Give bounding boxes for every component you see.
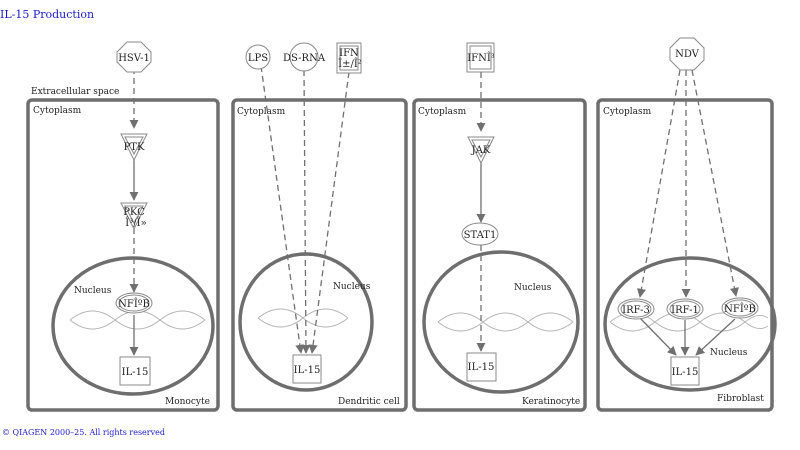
edge-irf3-il15 (639, 317, 677, 356)
nucleus-fibroblast (603, 256, 777, 392)
svg-text:DS-RNA: DS-RNA (283, 53, 326, 64)
node-lps[interactable]: LPS (245, 44, 271, 70)
node-nfkb-fibroblast[interactable]: NFÎºB (721, 297, 759, 319)
panel-fibroblast: Cytoplasm Nucleus Fibroblast NDV IRF-3 I… (596, 37, 777, 412)
cell-type-label: Dendritic cell (338, 397, 400, 407)
cytoplasm-label: Cytoplasm (603, 107, 652, 117)
transcription-factor-icon (461, 222, 499, 246)
svg-text:IL-15: IL-15 (468, 362, 495, 373)
node-stat1[interactable]: STAT1 (461, 222, 499, 246)
copyright-footer: © QIAGEN 2000–25. All rights reserved (2, 428, 165, 437)
dna-helix-icon (437, 312, 574, 332)
edge-nfkb-il15 (695, 318, 736, 356)
cytokine-icon (292, 354, 322, 384)
ligand-icon (289, 42, 319, 72)
node-jak[interactable]: JAK (467, 136, 495, 165)
edge-ifnab-il15 (308, 71, 350, 354)
cell-type-label: Fibroblast (717, 394, 764, 404)
cell-boundary-dendritic (231, 98, 408, 412)
extracellular-label: Extracellular space (31, 87, 119, 97)
svg-text:Î±/Î²: Î±/Î² (338, 58, 362, 70)
dna-helix-icon (257, 308, 349, 328)
nucleus-dendritic (238, 252, 374, 392)
cell-boundary-fibroblast (596, 98, 774, 412)
svg-text:Î³/Î»: Î³/Î» (125, 217, 146, 229)
svg-text:JAK: JAK (471, 145, 491, 156)
svg-text:PKC: PKC (123, 207, 145, 218)
nucleus-label: Nucleus (74, 286, 112, 296)
node-ptk[interactable]: PTK (120, 133, 148, 162)
edge-ndv-nfkb (691, 69, 739, 297)
node-nfkb-monocyte[interactable]: NFÎºB (115, 292, 153, 314)
nucleus-keratinocyte (422, 250, 580, 394)
node-dsrna[interactable]: DS-RNA (283, 42, 326, 72)
svg-text:IL-15: IL-15 (294, 365, 321, 376)
nucleus-label: Nucleus (710, 348, 748, 358)
node-hsv1[interactable]: HSV-1 (116, 41, 152, 73)
svg-text:IFN: IFN (339, 48, 359, 59)
svg-text:STAT1: STAT1 (464, 230, 497, 241)
page-title[interactable]: IL-15 Production (0, 8, 95, 21)
node-ifn-ab[interactable]: IFN Î±/Î² (336, 42, 362, 74)
svg-text:IRF-1: IRF-1 (671, 305, 699, 316)
node-irf1[interactable]: IRF-1 (666, 298, 704, 320)
edge-ndv-irf3 (636, 69, 681, 298)
svg-text:IRF-3: IRF-3 (622, 305, 650, 316)
node-ifng[interactable]: IFNÎ³ (466, 42, 495, 73)
nucleus-monocyte (51, 256, 215, 396)
svg-text:NDV: NDV (675, 49, 700, 60)
svg-text:IL-15: IL-15 (122, 367, 149, 378)
cell-type-label: Monocyte (165, 397, 210, 407)
cytoplasm-label: Cytoplasm (418, 107, 467, 117)
svg-text:PTK: PTK (124, 142, 145, 153)
nucleus-label: Nucleus (514, 283, 552, 293)
svg-text:LPS: LPS (248, 53, 268, 64)
virus-icon (669, 37, 705, 71)
svg-text:IFNÎ³: IFNÎ³ (467, 52, 495, 64)
nucleus-label: Nucleus (333, 282, 371, 292)
edge-dsrna-il15 (301, 69, 311, 354)
ligand-icon (245, 44, 271, 70)
node-pkc[interactable]: PKC Î³/Î» (120, 202, 148, 231)
cytoplasm-label: Cytoplasm (237, 107, 286, 117)
node-irf3[interactable]: IRF-3 (617, 298, 655, 320)
svg-text:IL-15: IL-15 (672, 367, 699, 378)
node-il15-monocyte[interactable]: IL-15 (119, 356, 151, 386)
node-ndv[interactable]: NDV (669, 37, 705, 71)
cell-boundary-keratinocyte (412, 98, 587, 412)
cell-boundary-monocyte (26, 98, 220, 412)
node-il15-keratinocyte[interactable]: IL-15 (466, 352, 497, 382)
virus-icon (116, 41, 152, 73)
dna-helix-icon (69, 310, 206, 330)
svg-text:HSV-1: HSV-1 (118, 53, 150, 64)
panel-keratinocyte: Cytoplasm Nucleus Keratinocyte IFNÎ³ JAK… (412, 42, 587, 412)
svg-text:NFÎºB: NFÎºB (724, 303, 756, 315)
svg-text:NFÎºB: NFÎºB (118, 298, 150, 310)
cytoplasm-label: Cytoplasm (33, 106, 82, 116)
panel-monocyte: Cytoplasm Nucleus Monocyte HSV-1 PTK PKC… (26, 41, 220, 412)
cytokine-icon (670, 356, 700, 386)
node-il15-fibroblast[interactable]: IL-15 (670, 356, 700, 386)
cytokine-icon (466, 352, 497, 382)
node-il15-dendritic[interactable]: IL-15 (292, 354, 322, 384)
cell-type-label: Keratinocyte (522, 397, 580, 407)
edge-lps-il15 (260, 65, 305, 354)
cytokine-icon (119, 356, 151, 386)
panel-dendritic-cell: Cytoplasm Nucleus Dendritic cell LPS DS-… (231, 42, 408, 412)
